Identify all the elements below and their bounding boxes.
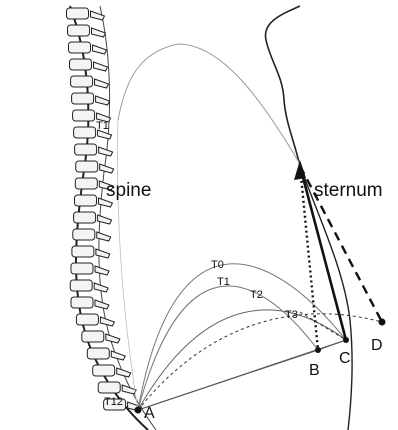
vertebra-body: [75, 178, 97, 189]
sternum-arrowhead-icon: [294, 160, 306, 180]
point-c-marker: [343, 337, 349, 343]
label-curve-t3: T3: [285, 309, 298, 321]
vertebra-body: [98, 382, 120, 393]
vertebra-body: [73, 110, 95, 121]
vertebra-body: [71, 297, 93, 308]
vertebra-process: [100, 164, 114, 173]
label-point-b: B: [309, 362, 320, 379]
vertebra-process: [99, 147, 113, 156]
point-a-marker: [135, 407, 142, 414]
vertebra-process: [92, 28, 106, 37]
vertebra-body: [75, 144, 97, 155]
vertebra-body: [76, 161, 98, 172]
label-spine-t1: T1: [96, 120, 109, 132]
vertebra-process: [106, 334, 120, 343]
vertebra-body: [93, 365, 115, 376]
vertebrae-group: [67, 8, 142, 411]
label-spine-t12: T12: [104, 396, 123, 408]
abdomen-outline: [300, 166, 352, 430]
vertebra-body: [82, 331, 104, 342]
vertebra-body: [75, 195, 97, 206]
vertebra-body: [70, 280, 92, 291]
vertebra-process: [100, 317, 114, 326]
vertebra-body: [87, 348, 109, 359]
vertebra-body: [72, 93, 94, 104]
vertebra-process: [111, 351, 125, 360]
label-point-a: A: [144, 405, 155, 422]
label-curve-t1: T1: [217, 276, 230, 288]
vertebra-body: [72, 246, 94, 257]
vertebra-body: [76, 314, 98, 325]
chest-wall-outline: [265, 6, 300, 166]
vertebra-body: [74, 212, 96, 223]
vertebra-process: [96, 96, 110, 105]
label-curve-t2: T2: [250, 289, 263, 301]
vertebra-body: [67, 8, 89, 19]
vertebra-process: [96, 249, 110, 258]
label-point-d: D: [371, 337, 383, 354]
vertebra-process: [117, 368, 131, 377]
curve-t2: [138, 310, 346, 410]
vertebra-process: [95, 266, 109, 275]
label-curve-t0: T0: [211, 259, 224, 271]
label-sternum: sternum: [314, 180, 383, 201]
vertebra-process: [94, 283, 108, 292]
vertebra-process: [95, 79, 109, 88]
label-spine: spine: [106, 180, 151, 201]
vertebra-body: [74, 127, 96, 138]
point-b-marker: [315, 347, 321, 353]
curve-t1: [138, 286, 318, 410]
vertebra-body: [71, 263, 93, 274]
vertebra-body: [71, 76, 93, 87]
curve-t0: [138, 264, 346, 410]
vertebra-body: [70, 59, 92, 70]
vertebra-body: [73, 229, 95, 240]
vertebra-body: [68, 25, 90, 36]
vertebra-process: [90, 11, 104, 20]
label-point-c: C: [339, 350, 351, 367]
line-b-c: [318, 340, 346, 350]
vertebra-process: [94, 62, 108, 71]
vertebra-body: [69, 42, 91, 53]
point-d-marker: [379, 319, 386, 326]
vertebra-process: [93, 45, 107, 54]
